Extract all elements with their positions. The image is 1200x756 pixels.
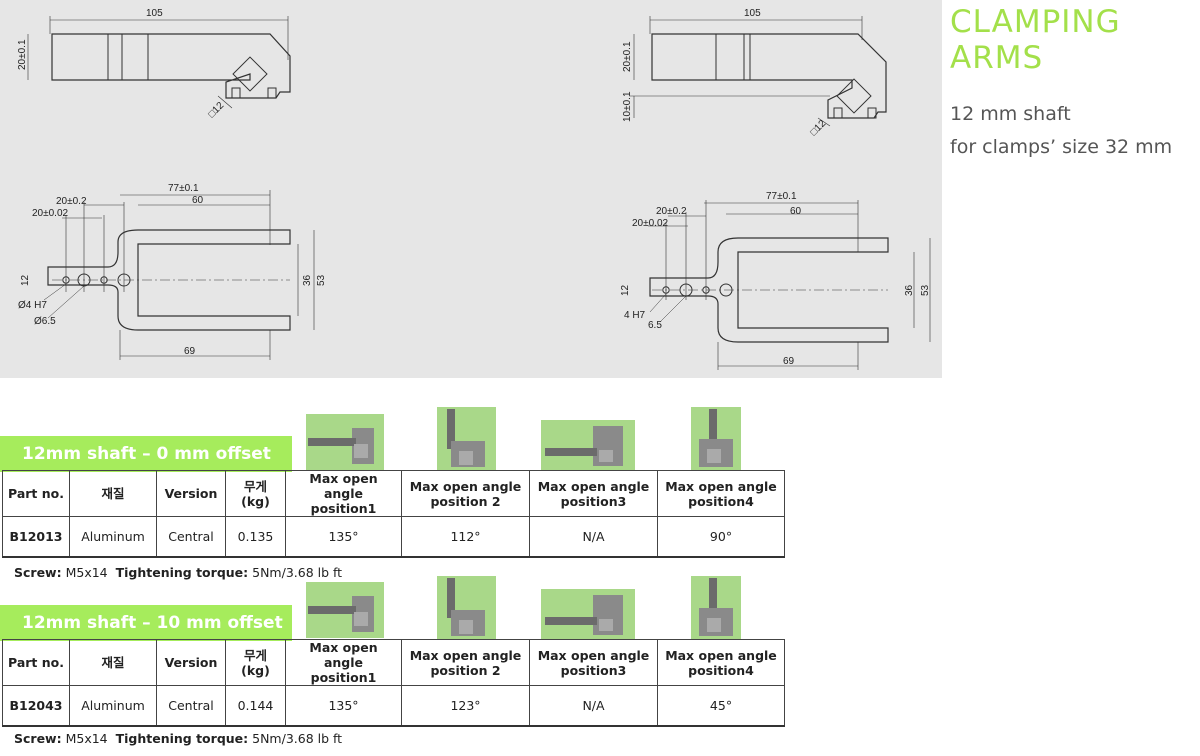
table-row: B12043 Aluminum Central 0.144 135° 123° … bbox=[2, 685, 785, 727]
table-row: B12013 Aluminum Central 0.135 135° 112° … bbox=[2, 516, 785, 558]
cell-pos2: 123° bbox=[401, 685, 530, 727]
section-banner-10mm: 12mm shaft – 10 mm offset bbox=[0, 605, 292, 641]
cell-pos4: 45° bbox=[657, 685, 785, 727]
dim-bottom-left: 69 bbox=[184, 346, 196, 357]
dim-shank-left: 12 bbox=[20, 274, 31, 286]
col-version: Version bbox=[156, 470, 226, 517]
col-material: 재질 bbox=[69, 639, 157, 686]
cell-part-no: B12013 bbox=[2, 516, 70, 558]
screw-note-10mm: Screw: M5x14 Tightening torque: 5Nm/3.68… bbox=[14, 731, 342, 746]
position3-photo bbox=[541, 589, 635, 639]
cell-pos1: 135° bbox=[285, 516, 402, 558]
position4-photo bbox=[691, 407, 741, 470]
cell-pos3: N/A bbox=[529, 516, 658, 558]
title-line-2: ARMS bbox=[950, 40, 1044, 76]
col-material: 재질 bbox=[69, 470, 157, 517]
dim-side-width-left: 105 bbox=[146, 8, 163, 19]
subtitle-line-2: for clamps’ size 32 mm bbox=[950, 136, 1173, 158]
col-weight: 무게(kg) bbox=[225, 639, 286, 686]
position4-photo bbox=[691, 576, 741, 639]
dim-top-inner-right: 60 bbox=[790, 206, 802, 217]
dim-square-left: □12 bbox=[206, 100, 226, 120]
position2-photo bbox=[437, 407, 496, 470]
page-subtitle: 12 mm shaft for clamps’ size 32 mm bbox=[950, 98, 1172, 164]
cell-version: Central bbox=[156, 685, 226, 727]
technical-drawings: 105 20±0.1 □12 77±0.1 60 20±0.2 20±0.02 … bbox=[17, 8, 931, 370]
col-weight: 무게(kg) bbox=[225, 470, 286, 517]
dim-side-height-right: 20±0.1 bbox=[622, 41, 633, 72]
dim-hole-big-right: 6.5 bbox=[648, 320, 662, 331]
table-header-row: Part no. 재질 Version 무게(kg) Max open angl… bbox=[2, 470, 785, 517]
technical-drawing-panel: 105 20±0.1 □12 77±0.1 60 20±0.2 20±0.02 … bbox=[0, 0, 942, 378]
section-banner-0mm: 12mm shaft – 0 mm offset bbox=[0, 436, 292, 472]
screw-value: M5x14 bbox=[65, 731, 108, 746]
col-part-no: Part no. bbox=[2, 639, 70, 686]
torque-label: Tightening torque: bbox=[115, 565, 249, 580]
dim-pos-b-left: 20±0.02 bbox=[32, 208, 69, 219]
dim-offset-right: 10±0.1 bbox=[622, 91, 633, 122]
torque-value: 5Nm/3.68 lb ft bbox=[252, 565, 343, 580]
spec-table-10mm: Part no. 재질 Version 무게(kg) Max open angl… bbox=[2, 639, 785, 727]
cell-pos1: 135° bbox=[285, 685, 402, 727]
cell-version: Central bbox=[156, 516, 226, 558]
dim-inner-width-left: 36 bbox=[302, 274, 313, 286]
dim-hole-small-right: 4 H7 bbox=[624, 310, 646, 321]
table-header-row: Part no. 재질 Version 무게(kg) Max open angl… bbox=[2, 639, 785, 686]
dim-hole-big-left: Ø6.5 bbox=[34, 316, 56, 327]
torque-label: Tightening torque: bbox=[115, 731, 249, 746]
screw-label: Screw: bbox=[14, 731, 62, 746]
position1-photo bbox=[306, 414, 384, 470]
cell-pos3: N/A bbox=[529, 685, 658, 727]
dim-outer-width-left: 53 bbox=[316, 274, 327, 286]
col-version: Version bbox=[156, 639, 226, 686]
dim-side-width-right: 105 bbox=[744, 8, 761, 19]
dim-top-inner-left: 60 bbox=[192, 195, 204, 206]
dim-top-outer-right: 77±0.1 bbox=[766, 191, 797, 202]
dim-pos-a-right: 20±0.2 bbox=[656, 206, 687, 217]
screw-note-0mm: Screw: M5x14 Tightening torque: 5Nm/3.68… bbox=[14, 565, 342, 580]
dim-square-right: □12 bbox=[808, 118, 828, 138]
torque-value: 5Nm/3.68 lb ft bbox=[252, 731, 343, 746]
dim-pos-b-right: 20±0.02 bbox=[632, 218, 669, 229]
screw-value: M5x14 bbox=[65, 565, 108, 580]
dim-outer-width-right: 53 bbox=[920, 284, 931, 296]
dim-shank-right: 12 bbox=[620, 284, 631, 296]
position2-photo bbox=[437, 576, 496, 639]
spec-table-0mm: Part no. 재질 Version 무게(kg) Max open angl… bbox=[2, 470, 785, 558]
title-line-1: CLAMPING bbox=[950, 4, 1121, 40]
dim-top-outer-left: 77±0.1 bbox=[168, 183, 199, 194]
dim-bottom-right: 69 bbox=[783, 356, 795, 367]
cell-material: Aluminum bbox=[69, 685, 157, 727]
cell-material: Aluminum bbox=[69, 516, 157, 558]
cell-weight: 0.144 bbox=[225, 685, 286, 727]
cell-pos4: 90° bbox=[657, 516, 785, 558]
screw-label: Screw: bbox=[14, 565, 62, 580]
dim-hole-small-left: Ø4 H7 bbox=[18, 300, 47, 311]
position1-photo bbox=[306, 582, 384, 638]
cell-part-no: B12043 bbox=[2, 685, 70, 727]
dim-side-height-left: 20±0.1 bbox=[17, 39, 28, 70]
dim-pos-a-left: 20±0.2 bbox=[56, 196, 87, 207]
dim-inner-width-right: 36 bbox=[904, 284, 915, 296]
col-part-no: Part no. bbox=[2, 470, 70, 517]
position3-photo bbox=[541, 420, 635, 470]
subtitle-line-1: 12 mm shaft bbox=[950, 103, 1071, 125]
page-title: CLAMPING ARMS bbox=[950, 4, 1121, 76]
cell-weight: 0.135 bbox=[225, 516, 286, 558]
cell-pos2: 112° bbox=[401, 516, 530, 558]
